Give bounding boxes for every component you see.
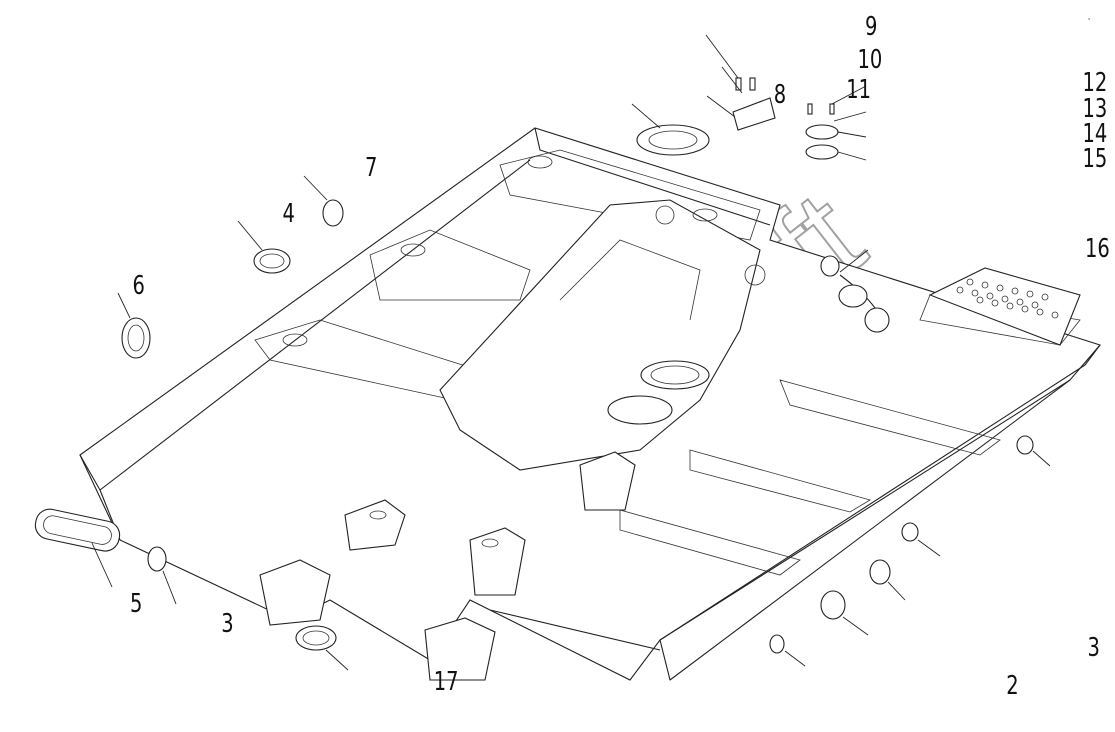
- part-3-grommet-c: [820, 590, 846, 620]
- callout-3d: 3: [1088, 17, 1090, 21]
- callout-12: 12: [1083, 68, 1108, 97]
- callout-17: 17: [434, 667, 459, 696]
- part-9-11-bolts-bracket: [732, 77, 776, 131]
- part-8-ring-cover: [636, 124, 710, 156]
- part-12-15-bolts-plate: [805, 103, 839, 160]
- callout-2b: 2: [1006, 671, 1018, 700]
- part-7-cap: [322, 199, 344, 227]
- callout-8: 8: [774, 80, 786, 109]
- callout-5: 5: [130, 589, 142, 618]
- part-17-oval-grommet: [295, 625, 337, 651]
- callout-6: 6: [133, 271, 145, 300]
- callout-13: 13: [1083, 94, 1108, 123]
- chassis-frame: [79, 127, 1101, 681]
- callout-14: 14: [1083, 119, 1108, 148]
- callout-15: 15: [1083, 144, 1108, 173]
- callout-3a: 3: [221, 609, 233, 638]
- callout-3c: 3: [1088, 633, 1100, 662]
- callout-4: 4: [283, 199, 295, 228]
- callout-7: 7: [365, 153, 377, 182]
- callout-9: 9: [865, 12, 877, 41]
- part-16-hose: [820, 255, 890, 333]
- part-3-grommet-b: [869, 559, 891, 585]
- callouts: 1 2 2 3 3 3 3 4 5 6 7 8 9 10 11 12 13 14…: [130, 12, 1110, 700]
- part-3-grommet: [147, 546, 167, 572]
- callout-16: 16: [1085, 234, 1110, 263]
- callout-11: 11: [846, 75, 871, 104]
- part-4-oval-grommet: [253, 248, 291, 274]
- loose-parts: [34, 77, 1034, 654]
- part-2-plug: [901, 522, 919, 542]
- part-2-plug-b: [769, 634, 785, 654]
- part-6-oval-grommet: [121, 317, 151, 359]
- leader-lines: [91, 34, 1051, 671]
- part-5-long-grommet: [34, 508, 121, 552]
- part-1-plug: [1016, 435, 1034, 455]
- callout-10: 10: [858, 45, 883, 74]
